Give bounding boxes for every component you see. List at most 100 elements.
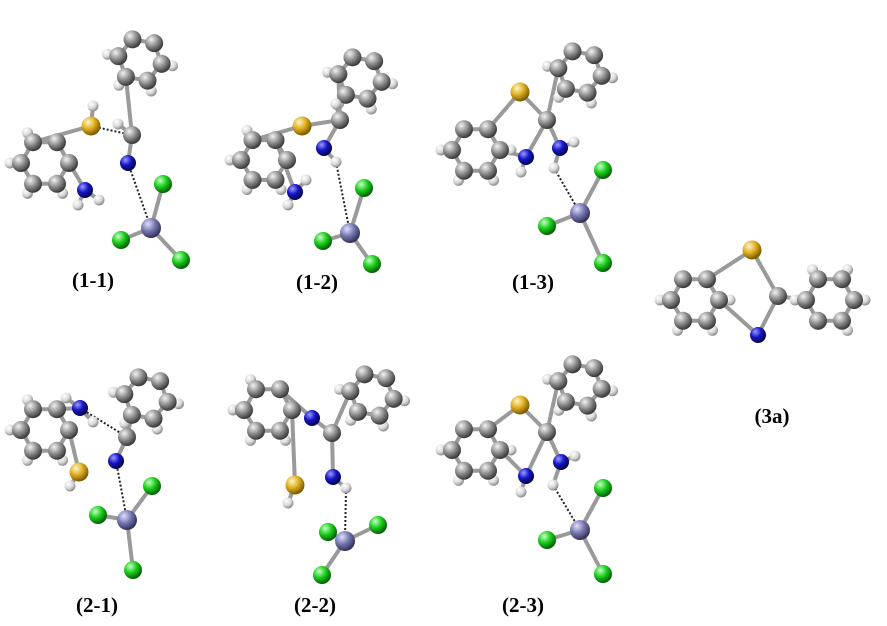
carbon-atom — [455, 120, 473, 139]
chlorine-atom — [363, 255, 381, 273]
nitrogen-atom — [518, 468, 534, 484]
nitrogen-atom — [325, 469, 341, 485]
hydrogen-atom — [112, 118, 124, 130]
carbon-atom — [12, 421, 30, 439]
interaction-dashed-bond — [90, 125, 133, 136]
hydrogen-atom — [568, 136, 580, 148]
carbon-atom — [769, 287, 787, 305]
hydrogen-atom — [515, 486, 527, 498]
carbon-atom — [116, 67, 135, 86]
hydrogen-atom — [300, 174, 312, 186]
nitrogen-atom — [518, 149, 534, 165]
covalent-bond — [123, 74, 134, 137]
chlorine-atom — [154, 175, 172, 193]
panel-label-1-1: (1-1) — [72, 268, 114, 292]
metal-atom — [335, 531, 355, 551]
carbon-atom — [343, 48, 362, 67]
carbon-atom — [355, 365, 374, 384]
sulfur-atom — [510, 82, 530, 102]
carbon-atom — [563, 355, 582, 374]
carbon-atom — [384, 389, 403, 408]
hydrogen-atom — [330, 98, 342, 110]
hydrogen-atom — [282, 497, 294, 509]
carbon-atom — [12, 154, 30, 172]
carbon-atom — [151, 372, 170, 391]
hydrogen-atom — [93, 194, 105, 206]
carbon-atom — [283, 401, 301, 419]
carbon-atom — [60, 421, 78, 439]
nitrogen-atom — [304, 410, 320, 426]
carbon-atom — [797, 291, 815, 309]
chlorine-atom — [319, 523, 337, 541]
chlorine-atom — [89, 506, 107, 524]
hydrogen-atom — [72, 199, 84, 211]
chlorine-atom — [594, 254, 612, 272]
interaction-dashed-bond — [335, 161, 351, 234]
carbon-atom — [592, 379, 611, 398]
hydrogen-atom — [340, 482, 352, 494]
hydrogen-atom — [60, 392, 72, 404]
nitrogen-atom — [108, 453, 124, 469]
carbon-atom — [491, 141, 509, 159]
interaction-dashed-bond — [552, 484, 581, 531]
chlorine-atom — [355, 179, 373, 197]
carbon-atom — [123, 30, 142, 49]
metal-atom — [570, 520, 590, 540]
chlorine-atom — [124, 561, 142, 579]
carbon-atom — [348, 402, 367, 421]
carbon-atom — [538, 423, 556, 441]
hydrogen-atom — [548, 162, 560, 174]
carbon-atom — [48, 174, 66, 193]
chlorine-atom — [172, 251, 190, 269]
carbon-atom — [538, 111, 556, 129]
carbon-atom — [710, 291, 728, 309]
carbon-atom — [585, 46, 604, 65]
carbon-atom — [266, 170, 285, 189]
hydrogen-atom — [569, 450, 581, 462]
metal-atom — [340, 223, 360, 243]
carbon-atom — [271, 421, 289, 440]
chlorine-atom — [369, 516, 387, 534]
carbon-atom — [549, 59, 568, 78]
panel-label-3a: (3a) — [754, 404, 790, 428]
chlorine-atom — [594, 565, 612, 583]
nitrogen-atom — [553, 454, 569, 470]
carbon-atom — [845, 291, 863, 309]
nitrogen-atom — [120, 155, 136, 171]
hydrogen-atom — [330, 156, 342, 168]
hydrogen-atom — [87, 416, 99, 428]
hydrogen-atom — [515, 166, 527, 178]
carbon-atom — [24, 133, 42, 152]
carbon-atom — [118, 428, 136, 446]
atoms-layer — [4, 30, 871, 584]
carbon-atom — [592, 66, 611, 85]
carbon-atom — [585, 359, 604, 378]
carbon-atom — [556, 392, 575, 411]
carbon-atom — [243, 170, 262, 189]
carbon-atom — [152, 54, 171, 73]
carbon-atom — [247, 380, 265, 399]
sulfur-atom — [510, 395, 530, 415]
carbon-atom — [48, 400, 66, 419]
carbon-atom — [698, 270, 716, 289]
carbon-atom — [365, 52, 384, 71]
carbon-atom — [243, 131, 262, 150]
carbon-atom — [455, 161, 473, 180]
hydrogen-atom — [64, 480, 76, 492]
carbon-atom — [377, 369, 396, 388]
carbon-atom — [115, 385, 134, 404]
carbon-atom — [674, 270, 692, 289]
carbon-atom — [145, 34, 164, 53]
carbon-atom — [443, 441, 461, 459]
chlorine-atom — [143, 477, 161, 495]
carbon-atom — [48, 441, 66, 460]
carbon-atom — [370, 406, 389, 425]
hydrogen-atom — [87, 100, 99, 112]
carbon-atom — [341, 382, 360, 401]
interaction-dashed-bond — [127, 162, 152, 229]
carbon-atom — [549, 372, 568, 391]
carbon-atom — [144, 409, 163, 428]
panel-label-2-3: (2-3) — [502, 593, 544, 617]
carbon-atom — [556, 79, 575, 98]
